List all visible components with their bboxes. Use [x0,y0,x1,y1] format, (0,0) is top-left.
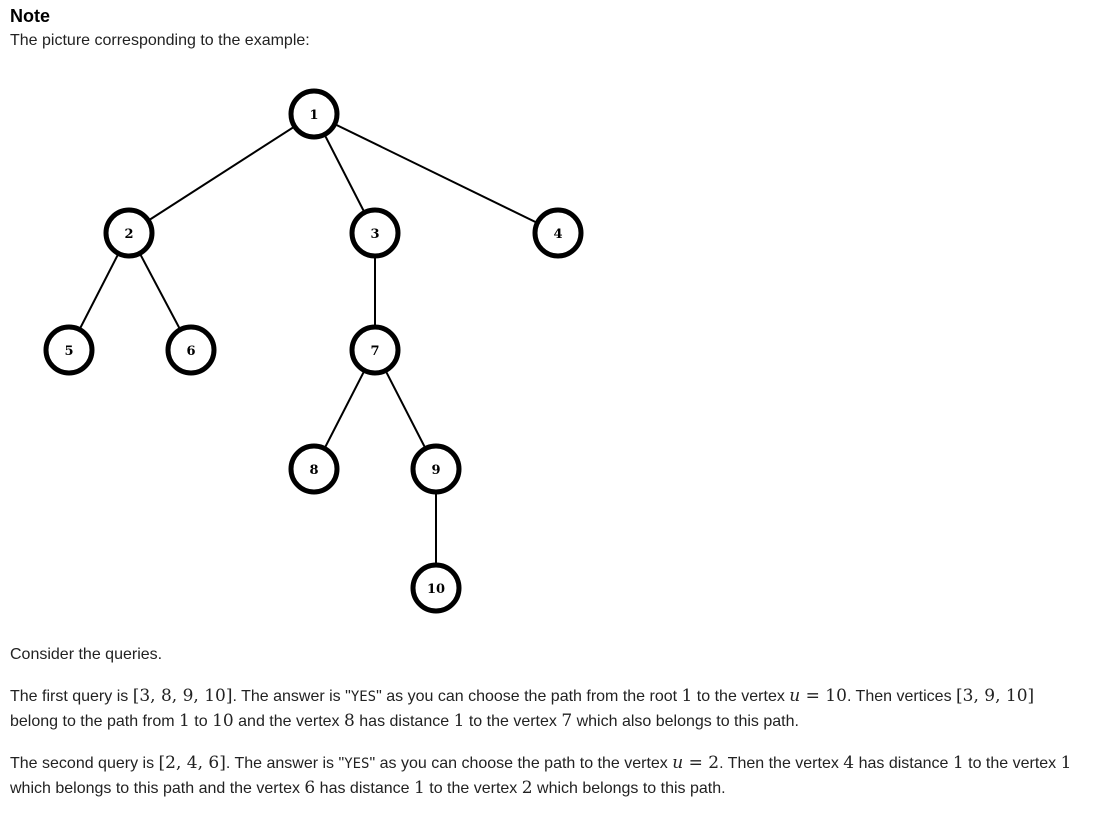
tree-node-label: 10 [427,582,445,597]
tree-node-circle [288,88,340,140]
tree-node-label: 8 [309,463,318,478]
tree-node-4: 4 [532,207,584,259]
tree-node-3: 3 [349,207,401,259]
tree-node-label: 1 [309,108,318,123]
tree-node-circle [288,443,340,495]
tree-node-circle [532,207,584,259]
tree-node-circle [349,324,401,376]
tree-diagram: 1 2 3 4 5 6 7 8 9 10 [43,88,584,614]
tree-node-label: 5 [64,344,73,359]
consider-text: Consider the queries. [10,646,163,663]
query-1-explanation: The first query is [3, 8, 9, 10]. The an… [10,686,1035,731]
tree-edges [68,113,559,588]
tree-node-circle [349,207,401,259]
tree-node-9: 9 [410,443,462,495]
tree-node-6: 6 [165,324,217,376]
tree-node-label: 7 [370,344,379,359]
tree-node-label: 2 [124,227,133,242]
tree-node-label: 9 [431,463,440,478]
tree-edge-1-2 [128,113,315,234]
tree-node-10: 10 [410,562,462,614]
tree-node-label: 6 [186,344,195,359]
tree-node-circle [410,443,462,495]
tree-node-7: 7 [349,324,401,376]
tree-edge-1-4 [313,113,559,234]
tree-node-1: 1 [288,88,340,140]
tree-node-circle [103,207,155,259]
tree-node-label: 3 [370,227,379,242]
tree-node-circle [43,324,95,376]
tree-nodes: 1 2 3 4 5 6 7 8 9 10 [43,88,584,614]
tree-node-circle [410,562,462,614]
tree-node-2: 2 [103,207,155,259]
tree-node-circle [165,324,217,376]
note-intro: The picture corresponding to the example… [10,32,310,49]
tree-node-label: 4 [553,227,562,242]
note-heading: Note [10,6,50,26]
tree-node-5: 5 [43,324,95,376]
query-2-explanation: The second query is [2, 4, 6]. The answe… [10,753,1072,798]
tree-node-8: 8 [288,443,340,495]
